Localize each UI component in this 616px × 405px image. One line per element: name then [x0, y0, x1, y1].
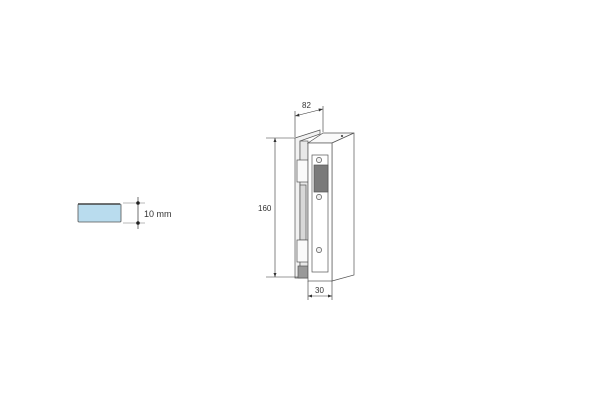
glass-thickness-label: 10 mm — [144, 209, 172, 219]
screw-icon — [316, 194, 322, 200]
depth-label: 30 — [315, 286, 324, 295]
glass-pane — [77, 203, 122, 223]
glass-section: 10 mm — [77, 197, 172, 229]
latch-slot — [313, 164, 329, 193]
body-side-face — [331, 132, 355, 282]
width-dimension-line — [294, 108, 324, 117]
width-label: 82 — [302, 101, 311, 110]
screw-icon — [316, 157, 322, 163]
screw-icon — [316, 247, 322, 253]
lock-drawing — [294, 129, 355, 282]
height-label: 160 — [258, 204, 272, 213]
